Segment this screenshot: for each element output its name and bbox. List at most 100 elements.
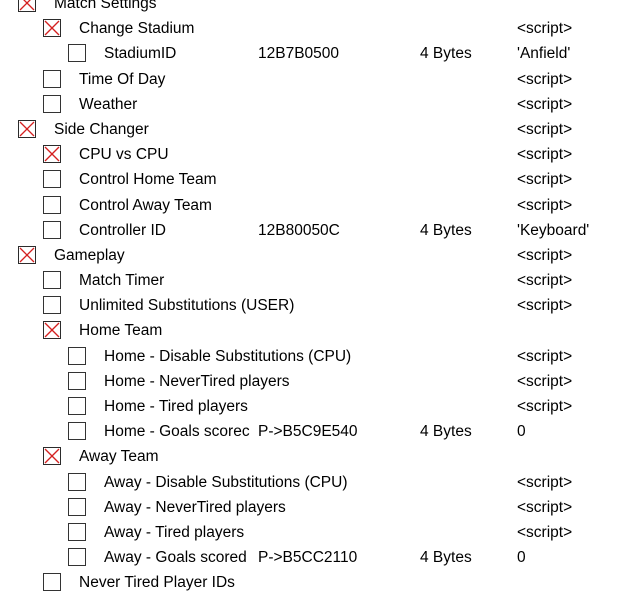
entry-description: Gameplay xyxy=(54,246,125,264)
entry-value[interactable]: <script> xyxy=(517,20,573,38)
entry-description: Home - NeverTired players xyxy=(104,372,290,390)
table-row-gameplay[interactable]: Gameplay <script> xyxy=(0,244,620,269)
entry-value[interactable]: <script> xyxy=(517,347,573,365)
entry-description: Match Settings xyxy=(54,0,157,12)
entry-description: Home Team xyxy=(79,322,163,340)
table-row-match-timer[interactable]: Match Timer <script> xyxy=(0,269,620,294)
table-row-unlimited-substitutions-user[interactable]: Unlimited Substitutions (USER) <script> xyxy=(0,294,620,319)
entry-type: 4 Bytes xyxy=(420,45,472,63)
table-row-weather[interactable]: Weather <script> xyxy=(0,93,620,118)
table-row-away-team[interactable]: Away Team xyxy=(0,445,620,470)
entry-description: Match Timer xyxy=(79,272,165,290)
x-mark-icon xyxy=(19,247,35,263)
entry-description: StadiumID xyxy=(104,45,177,63)
entry-description: Away - Goals scored xyxy=(104,549,247,567)
entry-value[interactable]: <script> xyxy=(517,398,573,415)
entry-value[interactable]: 'Anfield' xyxy=(517,45,571,63)
entry-address: 12B7B0500 xyxy=(258,45,340,63)
activate-checkbox[interactable] xyxy=(68,522,86,541)
entry-description: Weather xyxy=(79,95,138,113)
table-row-home-disable-substitutions-cpu[interactable]: Home - Disable Substitutions (CPU) <scrip… xyxy=(0,345,620,370)
entry-value[interactable]: <script> xyxy=(517,70,573,88)
entry-value[interactable]: <script> xyxy=(517,272,573,290)
x-mark-icon xyxy=(19,0,35,11)
x-mark-icon xyxy=(44,20,60,36)
entry-value[interactable]: <script> xyxy=(517,120,573,138)
entry-value[interactable]: <script> xyxy=(517,196,573,214)
entry-description: Away - Disable Substitutions (CPU) xyxy=(104,473,348,491)
activate-checkbox[interactable] xyxy=(68,548,86,567)
table-row-cpu-vs-cpu[interactable]: CPU vs CPU <script> xyxy=(0,143,620,168)
entry-description: Control Away Team xyxy=(79,196,212,214)
entry-description: Home - Goals scorec xyxy=(104,423,250,441)
entry-description: Home - Disable Substitutions (CPU) xyxy=(104,347,352,365)
table-row-side-changer[interactable]: Side Changer <script> xyxy=(0,118,620,143)
entry-value[interactable]: <script> xyxy=(517,297,573,315)
activate-checkbox[interactable] xyxy=(43,220,61,239)
table-row-away-goals-scored[interactable]: Away - Goals scored P->B5CC2110 4 Bytes 0 xyxy=(0,546,620,571)
table-row-home-team[interactable]: Home Team xyxy=(0,319,620,344)
activate-checkbox[interactable] xyxy=(18,245,36,264)
table-row-never-tired-player-ids[interactable]: Never Tired Player IDs xyxy=(0,571,620,596)
activate-checkbox[interactable] xyxy=(18,0,36,12)
entry-description: Controller ID xyxy=(79,221,166,239)
entry-value[interactable]: <script> xyxy=(517,171,573,189)
activate-checkbox[interactable] xyxy=(68,371,86,390)
activate-checkbox[interactable] xyxy=(43,447,61,466)
table-row-home-nevertired-players[interactable]: Home - NeverTired players <script> xyxy=(0,370,620,395)
x-mark-icon xyxy=(44,146,60,162)
entry-description: Side Changer xyxy=(54,120,149,138)
entry-value[interactable]: <script> xyxy=(517,246,573,264)
activate-checkbox[interactable] xyxy=(43,573,61,592)
entry-type: 4 Bytes xyxy=(420,423,472,441)
entry-description: CPU vs CPU xyxy=(79,146,169,164)
activate-checkbox[interactable] xyxy=(43,170,61,189)
activate-checkbox[interactable] xyxy=(68,346,86,365)
table-row-control-home-team[interactable]: Control Home Team<script> xyxy=(0,168,620,193)
entry-address: 12B80050C xyxy=(258,221,340,239)
activate-checkbox[interactable] xyxy=(43,94,61,113)
entry-address: P->B5CC2110 xyxy=(258,549,358,567)
x-mark-icon xyxy=(44,322,60,338)
table-row-time-of-day[interactable]: Time Of Day <script> xyxy=(0,68,620,93)
entry-description: Away Team xyxy=(79,448,159,466)
activate-checkbox[interactable] xyxy=(43,19,61,38)
table-row-away-nevertired-players[interactable]: Away - NeverTired players <script> xyxy=(0,496,620,521)
table-row-home-tired-players[interactable]: Home - Tired players<script> xyxy=(0,395,620,420)
entry-value[interactable]: <script> xyxy=(517,498,573,516)
activate-checkbox[interactable] xyxy=(68,497,86,516)
table-row-stadiumid[interactable]: StadiumID 12B7B0500 4 Bytes 'Anfield' xyxy=(0,42,620,67)
table-row-away-disable-substitutions-cpu[interactable]: Away - Disable Substitutions (CPU) <scrip… xyxy=(0,471,620,496)
activate-checkbox[interactable] xyxy=(43,195,61,214)
entry-description: Away - NeverTired players xyxy=(104,498,286,516)
entry-value[interactable]: 'Keyboard' xyxy=(517,221,590,239)
activate-checkbox[interactable] xyxy=(43,296,61,315)
entry-description: Change Stadium xyxy=(79,20,195,38)
activate-checkbox[interactable] xyxy=(68,472,86,491)
entry-value[interactable]: <script> xyxy=(517,372,573,390)
table-row-match-settings[interactable]: Match Settings xyxy=(0,0,620,17)
entry-description: Time Of Day xyxy=(79,70,166,88)
table-row-away-tired-players[interactable]: Away - Tired players <script> xyxy=(0,521,620,546)
entry-description: Unlimited Substitutions (USER) xyxy=(79,297,295,315)
activate-checkbox[interactable] xyxy=(43,271,61,290)
table-row-control-away-team[interactable]: Control Away Team <script> xyxy=(0,194,620,219)
entry-description: Away - Tired players xyxy=(104,523,245,541)
activate-checkbox[interactable] xyxy=(68,44,86,63)
entry-value[interactable]: <script> xyxy=(517,523,573,541)
entry-value[interactable]: <script> xyxy=(517,473,573,491)
activate-checkbox[interactable] xyxy=(43,145,61,164)
activate-checkbox[interactable] xyxy=(43,321,61,340)
activate-checkbox[interactable] xyxy=(68,422,86,441)
entry-value[interactable]: <script> xyxy=(517,95,573,113)
entry-value[interactable]: 0 xyxy=(517,423,526,441)
activate-checkbox[interactable] xyxy=(18,119,36,138)
entry-value[interactable]: <script> xyxy=(517,146,573,164)
entry-type: 4 Bytes xyxy=(420,549,472,567)
activate-checkbox[interactable] xyxy=(68,397,86,415)
entry-value[interactable]: 0 xyxy=(517,549,526,567)
table-row-change-stadium[interactable]: Change Stadium <script> xyxy=(0,17,620,42)
activate-checkbox[interactable] xyxy=(43,69,61,88)
